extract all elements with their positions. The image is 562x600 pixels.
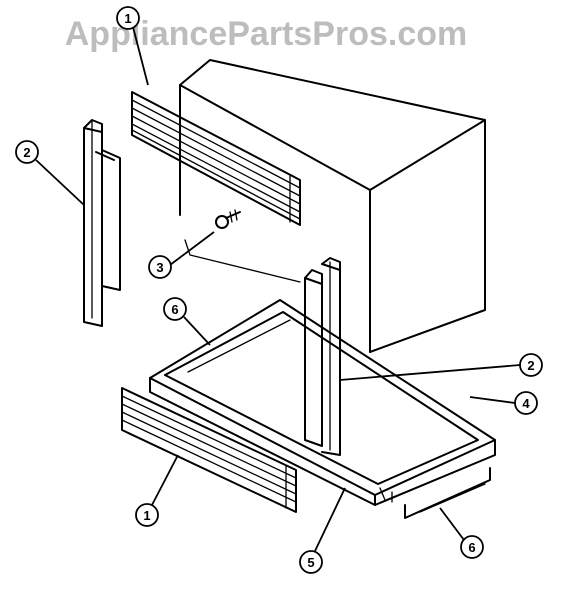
svg-text:5: 5 [307,555,314,570]
trim-strip-top [131,91,301,226]
side-trim-right [304,257,341,456]
svg-text:3: 3 [156,260,163,275]
screw-part [215,209,241,229]
svg-text:6: 6 [468,540,475,555]
side-trim-left [83,119,121,327]
leader-lines [35,26,521,552]
callout-2-right: 2 [519,353,543,377]
base-frame [149,299,496,519]
callout-2-left: 2 [15,140,39,164]
callout-1-top: 1 [116,6,140,30]
callout-4: 4 [514,391,538,415]
callout-3: 3 [148,255,172,279]
svg-text:2: 2 [527,358,534,373]
callout-5: 5 [299,550,323,574]
cabinet-box [179,59,486,353]
callout-6-bottom: 6 [460,535,484,559]
svg-text:6: 6 [171,302,178,317]
svg-text:2: 2 [23,145,30,160]
trim-strip-bottom [121,387,297,513]
svg-text:4: 4 [522,396,530,411]
callout-6-top: 6 [163,297,187,321]
svg-text:1: 1 [143,508,150,523]
svg-text:1: 1 [124,11,131,26]
callout-1-bottom: 1 [135,503,159,527]
